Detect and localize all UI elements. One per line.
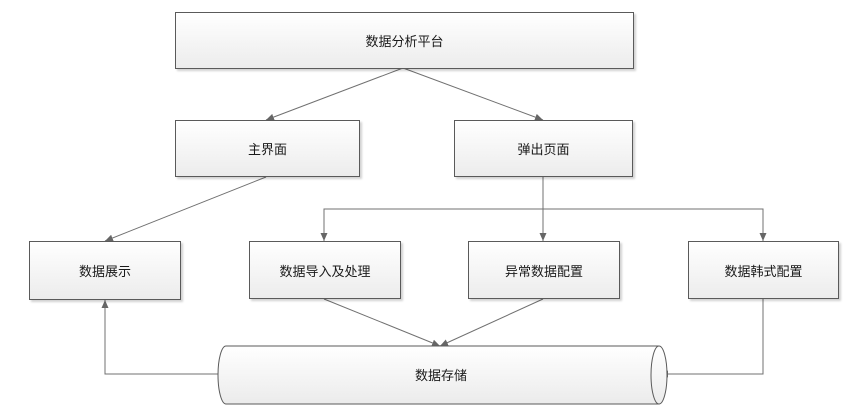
node-main-page-label: 主界面 bbox=[247, 143, 287, 158]
node-storage: 数据存储 bbox=[220, 345, 662, 403]
node-storage-label: 数据存储 bbox=[414, 368, 467, 384]
storage-cylinder bbox=[217, 345, 668, 405]
node-data-display-label: 数据展示 bbox=[78, 265, 131, 280]
node-root: 数据分析平台 bbox=[175, 12, 634, 69]
node-root-label: 数据分析平台 bbox=[365, 35, 444, 50]
node-data-import-label: 数据导入及处理 bbox=[279, 264, 371, 280]
arrow-storage-to-display bbox=[101, 300, 220, 375]
arrow-branch-to-format bbox=[543, 208, 767, 241]
arrow-import-to-storage bbox=[323, 298, 441, 347]
node-data-display: 数据展示 bbox=[29, 241, 181, 300]
node-popup-page: 弹出页面 bbox=[454, 120, 633, 177]
arrow-format-to-storage bbox=[660, 299, 764, 378]
node-anomaly-config-label: 异常数据配置 bbox=[504, 264, 583, 280]
node-format-config-label: 数据韩式配置 bbox=[724, 264, 803, 280]
node-popup-page-label: 弹出页面 bbox=[517, 143, 570, 158]
arrow-root-to-main bbox=[265, 67, 404, 121]
arrow-main-to-display bbox=[104, 176, 267, 242]
node-anomaly-config: 异常数据配置 bbox=[468, 241, 620, 299]
arrow-branch-to-import bbox=[320, 208, 543, 241]
arrow-anomaly-to-storage bbox=[439, 298, 544, 347]
node-main-page: 主界面 bbox=[175, 120, 360, 177]
arrow-root-to-popup bbox=[402, 67, 544, 121]
node-format-config: 数据韩式配置 bbox=[688, 241, 839, 299]
node-data-import: 数据导入及处理 bbox=[249, 241, 401, 299]
